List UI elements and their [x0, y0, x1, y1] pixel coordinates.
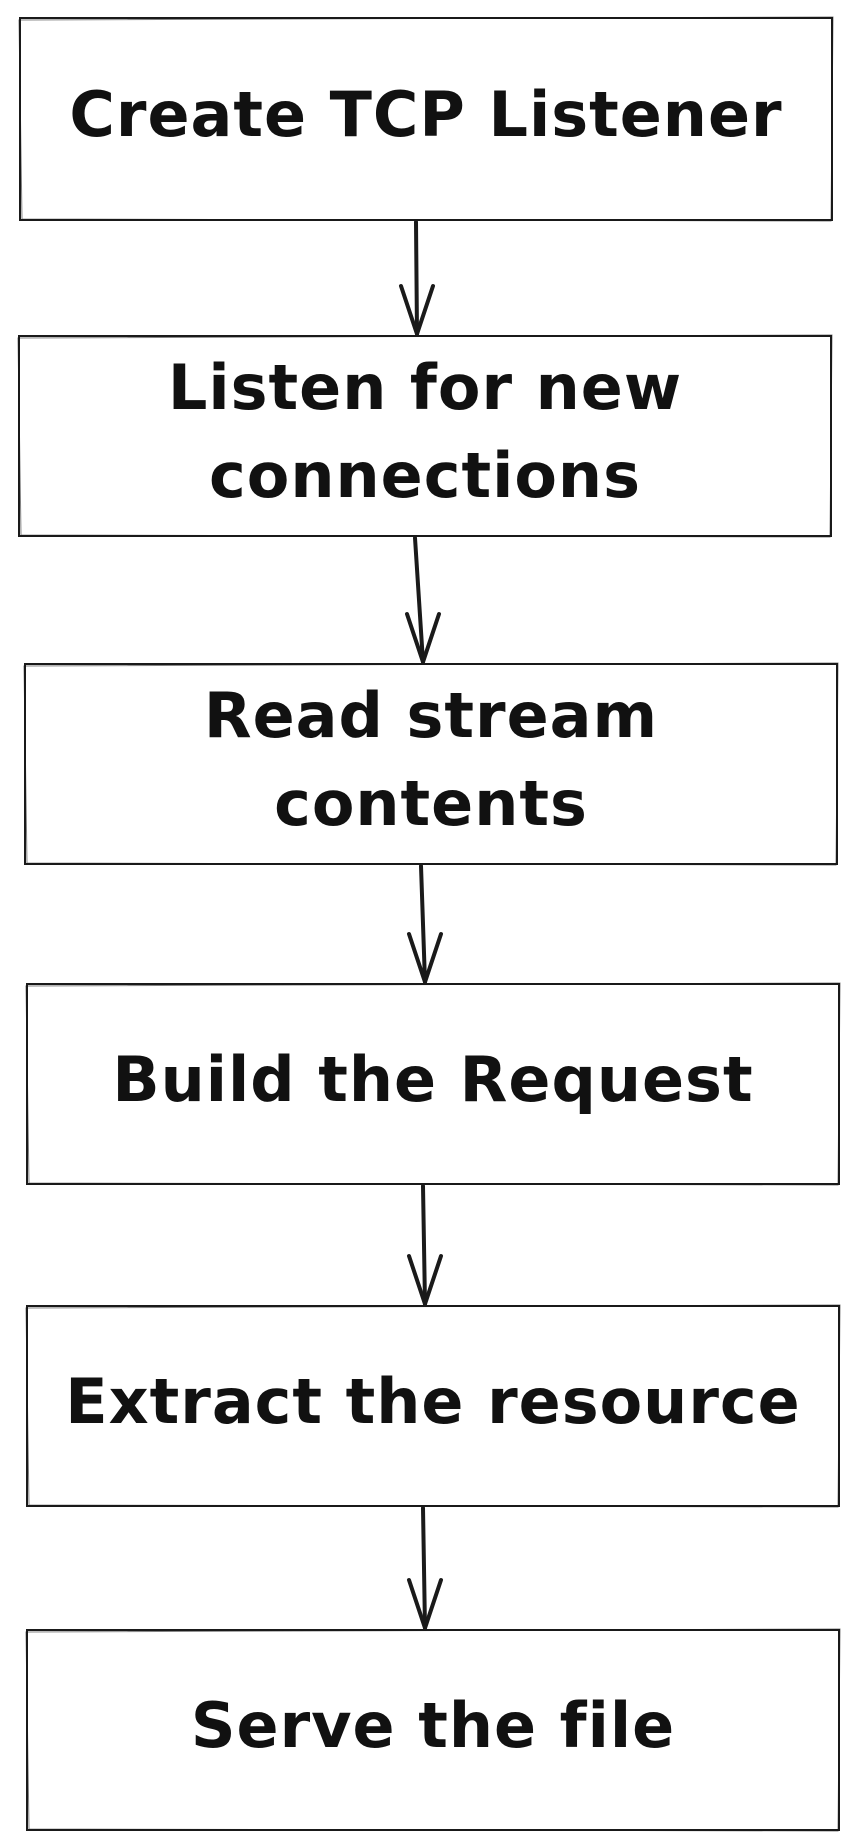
- arrow-build-request-to-extract-resource: [407, 1184, 443, 1306]
- step-box: [26, 1629, 840, 1831]
- arrow-extract-resource-to-serve-file: [407, 1506, 443, 1630]
- arrow-shaft: [421, 1184, 427, 1306]
- arrow-head: [405, 612, 441, 664]
- step-label-line: connections: [209, 439, 641, 512]
- step-box: [26, 1305, 840, 1507]
- step-box-sketch-outline: [25, 1628, 841, 1832]
- arrow-read-stream-to-build-request: [407, 864, 443, 984]
- step-box-sketch-outline: [23, 662, 839, 866]
- step-box: [26, 983, 840, 1185]
- step-build-request: Build the Request: [25, 982, 841, 1186]
- step-box-sketch-outline: [25, 1304, 841, 1508]
- step-label-line: contents: [274, 767, 588, 840]
- step-serve-file: Serve the file: [25, 1628, 841, 1832]
- arrow-shaft: [414, 220, 419, 336]
- arrow-head: [407, 1254, 443, 1306]
- step-label-line: Extract the resource: [65, 1365, 800, 1438]
- step-box-sketch-outline: [25, 982, 841, 1186]
- step-label-line: Read stream: [204, 679, 658, 752]
- step-listen-connections: Listen for new connections: [17, 334, 833, 538]
- step-label-line: Create TCP Listener: [69, 78, 782, 151]
- step-read-stream: Read stream contents: [23, 662, 839, 866]
- arrow-shaft: [419, 864, 427, 984]
- arrow-create-listener-to-listen-connections: [399, 220, 435, 336]
- step-label-line: Build the Request: [112, 1043, 753, 1116]
- step-extract-resource: Extract the resource: [25, 1304, 841, 1508]
- arrow-head: [407, 932, 443, 984]
- step-label-line: Serve the file: [191, 1689, 675, 1762]
- arrow-head: [407, 1578, 443, 1630]
- step-label-line: Listen for new: [168, 351, 682, 424]
- arrow-head: [399, 284, 435, 336]
- arrow-listen-connections-to-read-stream: [405, 536, 441, 664]
- arrow-shaft: [413, 536, 425, 664]
- step-box: [18, 335, 832, 537]
- arrow-shaft: [421, 1506, 427, 1630]
- step-create-listener: Create TCP Listener: [18, 16, 834, 222]
- step-box-sketch-outline: [18, 16, 834, 222]
- arrows-layer: [399, 220, 443, 1630]
- step-box-sketch-outline: [17, 334, 833, 538]
